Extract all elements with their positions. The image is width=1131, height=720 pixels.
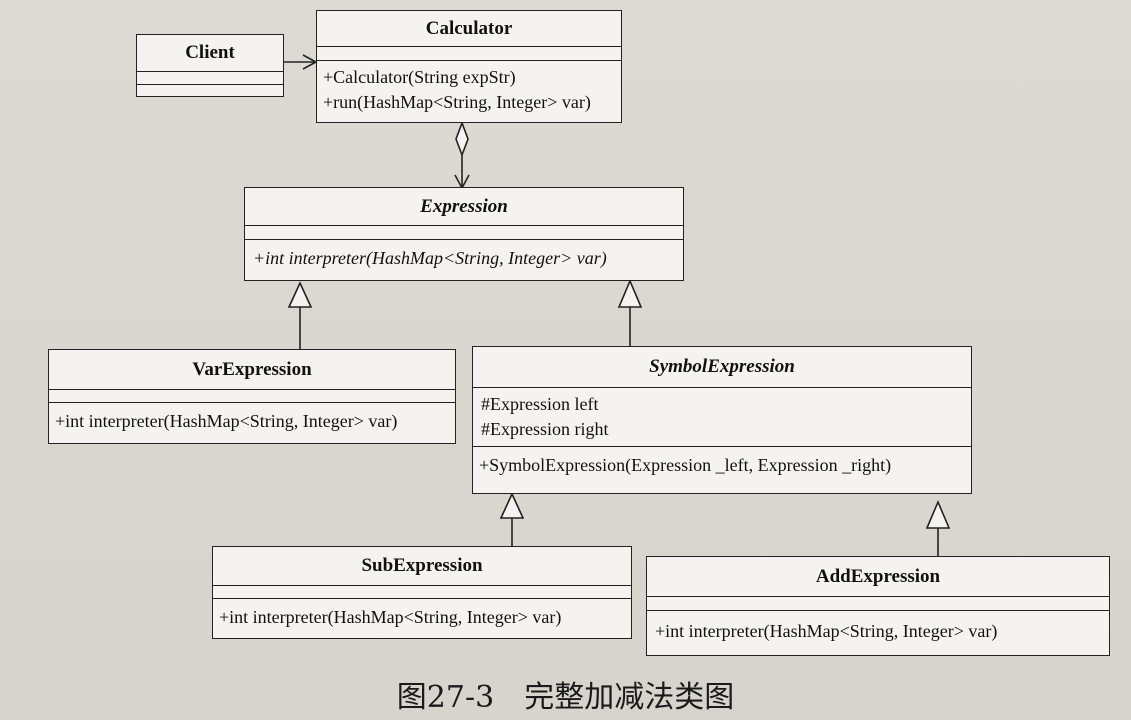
attribute: #Expression right [481, 419, 609, 439]
generalization-triangle-sub [499, 492, 525, 519]
generalization-triangle-var [287, 281, 313, 308]
operation: +SymbolExpression(Expression _left, Expr… [479, 455, 892, 475]
operations-section: +SymbolExpression(Expression _left, Expr… [473, 447, 971, 484]
class-sub-expression: SubExpression +int interpreter(HashMap<S… [212, 546, 632, 639]
class-calculator: Calculator +Calculator(String expStr) +r… [316, 10, 622, 123]
attributes-section [647, 597, 1109, 611]
figure-caption: 图27-3 完整加减法类图 [396, 680, 735, 715]
attribute: #Expression left [481, 394, 599, 414]
operations-section: +Calculator(String expStr) +run(HashMap<… [317, 61, 621, 119]
operation: +int interpreter(HashMap<String, Integer… [219, 607, 562, 627]
operations-section: +int interpreter(HashMap<String, Integer… [245, 240, 683, 277]
class-var-expression: VarExpression +int interpreter(HashMap<S… [48, 349, 456, 444]
attributes-section [245, 226, 683, 240]
class-client: Client [136, 34, 284, 97]
operations-section: +int interpreter(HashMap<String, Integer… [647, 611, 1109, 652]
class-name: Expression [245, 188, 683, 226]
class-name: Client [137, 35, 283, 72]
aggregation-diamond [455, 120, 469, 158]
class-add-expression: AddExpression +int interpreter(HashMap<S… [646, 556, 1110, 656]
class-name: SubExpression [213, 547, 631, 586]
attributes-section [137, 72, 283, 85]
attributes-section [49, 390, 455, 403]
attributes-section [213, 586, 631, 599]
attributes-section [317, 47, 621, 61]
class-expression: Expression +int interpreter(HashMap<Stri… [244, 187, 684, 281]
class-symbol-expression: SymbolExpression #Expression left #Expre… [472, 346, 972, 494]
operation: +int interpreter(HashMap<String, Integer… [655, 621, 998, 641]
operation: +int interpreter(HashMap<String, Integer… [55, 411, 398, 431]
attributes-section: #Expression left #Expression right [473, 388, 971, 447]
generalization-triangle-symbol [617, 278, 643, 308]
operation: +run(HashMap<String, Integer> var) [323, 92, 591, 112]
operations-section [137, 85, 283, 96]
operation: +Calculator(String expStr) [323, 67, 516, 87]
class-name: AddExpression [647, 557, 1109, 597]
operations-section: +int interpreter(HashMap<String, Integer… [213, 599, 631, 636]
operations-section: +int interpreter(HashMap<String, Integer… [49, 403, 455, 440]
generalization-triangle-add [925, 499, 951, 529]
class-name: Calculator [317, 11, 621, 47]
class-name: VarExpression [49, 350, 455, 390]
class-name: SymbolExpression [473, 347, 971, 388]
operation: +int interpreter(HashMap<String, Integer… [253, 248, 607, 268]
